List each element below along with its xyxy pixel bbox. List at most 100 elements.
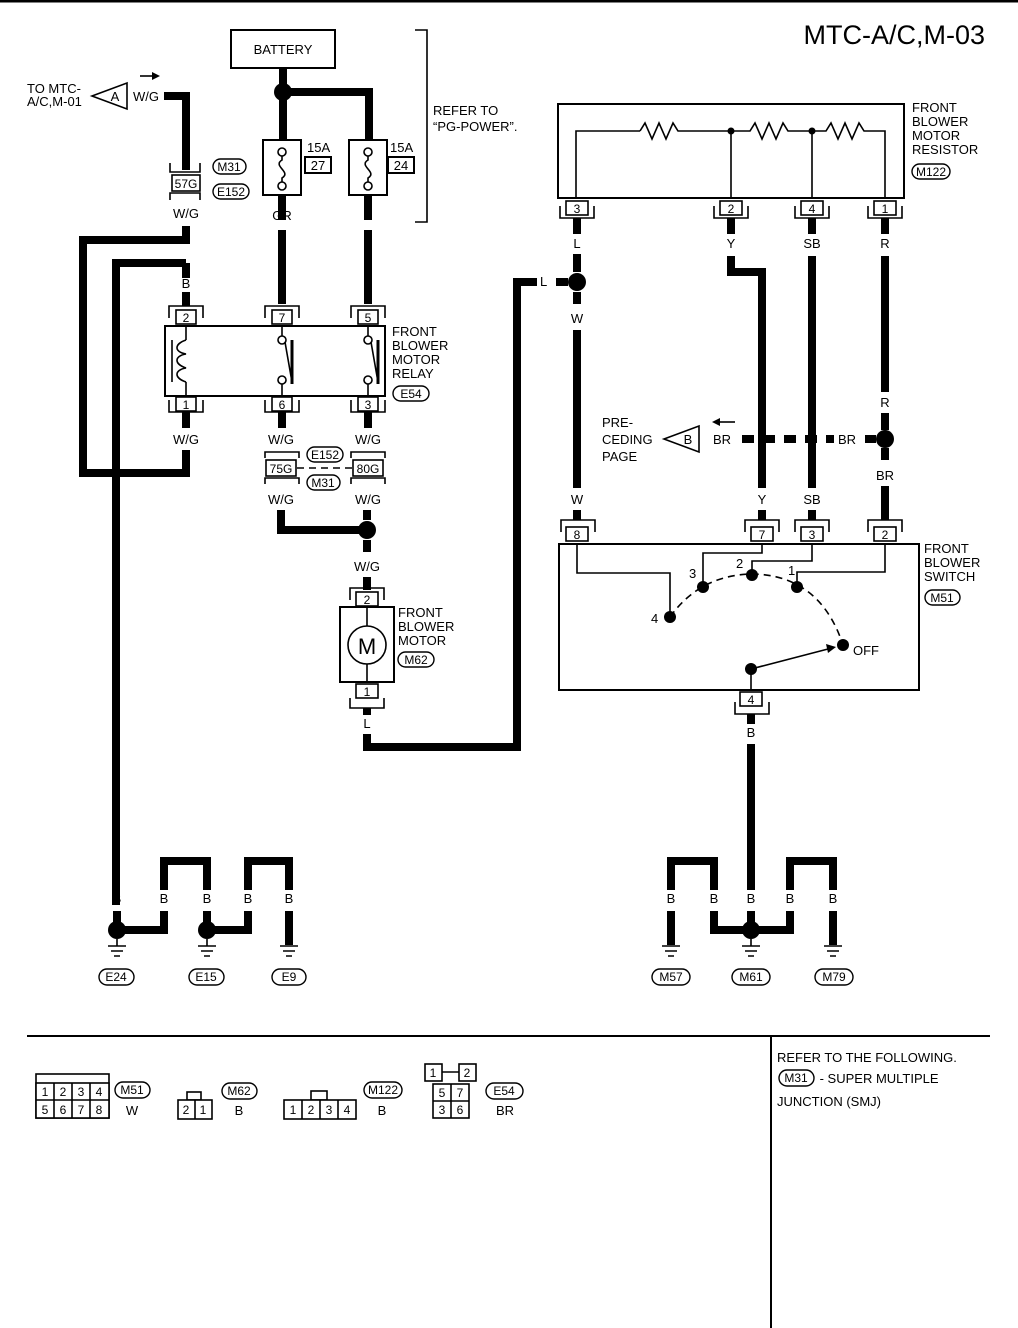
wire-b-m61a: B (710, 891, 719, 906)
diagram-title: MTC-A/C,M-03 (804, 20, 986, 50)
wire-w-1: W (571, 311, 584, 326)
joint-57g-label: 57G (175, 177, 198, 191)
e54-pin-2: 2 (464, 1066, 471, 1080)
wire-wg-motor: W/G (354, 559, 380, 574)
front-blower-switch: 8 7 3 2 3 2 1 4 OFF 4 FRONT (558, 519, 980, 715)
e54-color: BR (496, 1103, 514, 1118)
ground-m61: M61 (739, 970, 763, 984)
front-blower-motor-resistor: 3 2 4 1 FRONT BLOWER MOTOR RESISTOR M122 (557, 100, 978, 219)
to-mtc-line2: A/C,M-01 (27, 94, 82, 109)
resistor-label-3: MOTOR (912, 128, 960, 143)
switch-pos-off: OFF (853, 643, 879, 658)
m122-pin-3: 3 (326, 1103, 333, 1117)
motor-label-3: MOTOR (398, 633, 446, 648)
wire-b-m61b: B (786, 891, 795, 906)
m122-pin-4: 4 (344, 1103, 351, 1117)
wire-r-jct: R (880, 395, 889, 410)
refer-following-line3: JUNCTION (SMJ) (777, 1094, 881, 1109)
refer-pg-line2: “PG-POWER”. (433, 119, 518, 134)
switch-pin-4: 4 (748, 693, 755, 707)
ground-e9: E9 (282, 970, 297, 984)
wire-br-jct: BR (876, 468, 894, 483)
m122-color: B (378, 1103, 387, 1118)
wire-wg-relay3: W/G (355, 432, 381, 447)
switch-label-2: BLOWER (924, 555, 980, 570)
relay-pin-2: 2 (183, 311, 190, 325)
ground-m79: M79 (822, 970, 846, 984)
wire-wg-75g: W/G (268, 492, 294, 507)
wire-b-e15b: B (244, 891, 253, 906)
m51-color: W (126, 1103, 139, 1118)
refer-following-badge: M31 (784, 1071, 808, 1085)
motor-label-2: BLOWER (398, 619, 454, 634)
relay-label-1: FRONT (392, 324, 437, 339)
motor-label-1: FRONT (398, 605, 443, 620)
wire-wg-relay6: W/G (268, 432, 294, 447)
legend-m62: 2 1 M62 B (177, 1082, 258, 1120)
m51-pin-1: 1 (42, 1085, 49, 1099)
motor-pin-2: 2 (364, 593, 371, 607)
resistor-pin-1: 1 (882, 202, 889, 216)
smj-e152-mid: E152 (311, 448, 339, 462)
resistor-label-2: BLOWER (912, 114, 968, 129)
switch-pin-7: 7 (759, 528, 766, 542)
battery-label: BATTERY (254, 42, 313, 57)
relay-label-2: BLOWER (392, 338, 448, 353)
to-mtc-wire: W/G (133, 89, 159, 104)
m122-pin-2: 2 (308, 1103, 315, 1117)
switch-label-3: SWITCH (924, 569, 975, 584)
m62-pin-1: 1 (200, 1103, 207, 1117)
fuse-24-num: 24 (394, 158, 408, 173)
legend-m51: 1 2 3 4 5 6 7 8 M51 W (35, 1073, 151, 1119)
refer-following-title: REFER TO THE FOLLOWING. (777, 1050, 957, 1065)
resistor-pin-2: 2 (728, 202, 735, 216)
connector-b: B (684, 432, 693, 447)
grounds-left: B B B B B E24 E15 E9 (98, 857, 307, 986)
fuse-27: 15A 27 (262, 139, 332, 196)
switch-pos-3: 3 (689, 566, 696, 581)
m122-id: M122 (368, 1083, 398, 1097)
wire-b-m61: B (747, 891, 756, 906)
wire-wg-relay1: W/G (173, 432, 199, 447)
wire-gr: GR (272, 208, 292, 223)
switch-pos-1: 1 (788, 563, 795, 578)
battery-block: BATTERY (230, 29, 336, 69)
e54-pin-6: 6 (457, 1103, 464, 1117)
wire-b-m79: B (829, 891, 838, 906)
m62-id: M62 (227, 1084, 251, 1098)
e54-pin-1: 1 (430, 1066, 437, 1080)
wire-l-fuse: L (364, 208, 371, 223)
ground-e24: E24 (105, 970, 127, 984)
m51-id: M51 (120, 1083, 144, 1097)
ground-e15: E15 (195, 970, 217, 984)
switch-pos-4: 4 (651, 611, 658, 626)
wire-sb-res: SB (803, 236, 820, 251)
relay-pin-6: 6 (279, 398, 286, 412)
front-blower-motor-relay: 2 7 5 1 6 3 FRONT BLOWER MOTOR (164, 305, 448, 413)
joint-75g: 75G (270, 462, 293, 476)
motor-symbol: M (358, 634, 376, 659)
wire-b-e15a: B (203, 891, 212, 906)
m51-pin-8: 8 (96, 1103, 103, 1117)
motor-connector: M62 (404, 653, 428, 667)
fuse-27-amps: 15A (307, 140, 330, 155)
e54-pin-7: 7 (457, 1086, 464, 1100)
refer-following-line2: - SUPER MULTIPLE (816, 1071, 939, 1086)
ground-m57: M57 (659, 970, 683, 984)
wire-wg-80g: W/G (355, 492, 381, 507)
wire-y-res: Y (727, 236, 736, 251)
fuse-27-num: 27 (311, 158, 325, 173)
m51-pin-7: 7 (78, 1103, 85, 1117)
e54-pin-3: 3 (439, 1103, 446, 1117)
wire-b-relay: B (182, 276, 191, 291)
wire-b-e24b: B (160, 891, 169, 906)
joint-80g: 80G (357, 462, 380, 476)
wire-l-motor: L (363, 716, 370, 731)
wire-b-e9: B (285, 891, 294, 906)
relay-pin-7: 7 (279, 311, 286, 325)
wire-br-right: BR (838, 432, 856, 447)
legend-e54: 1 2 5 7 3 6 E54 BR (424, 1063, 524, 1119)
wire-sb-sw: SB (803, 492, 820, 507)
relay-label-3: MOTOR (392, 352, 440, 367)
